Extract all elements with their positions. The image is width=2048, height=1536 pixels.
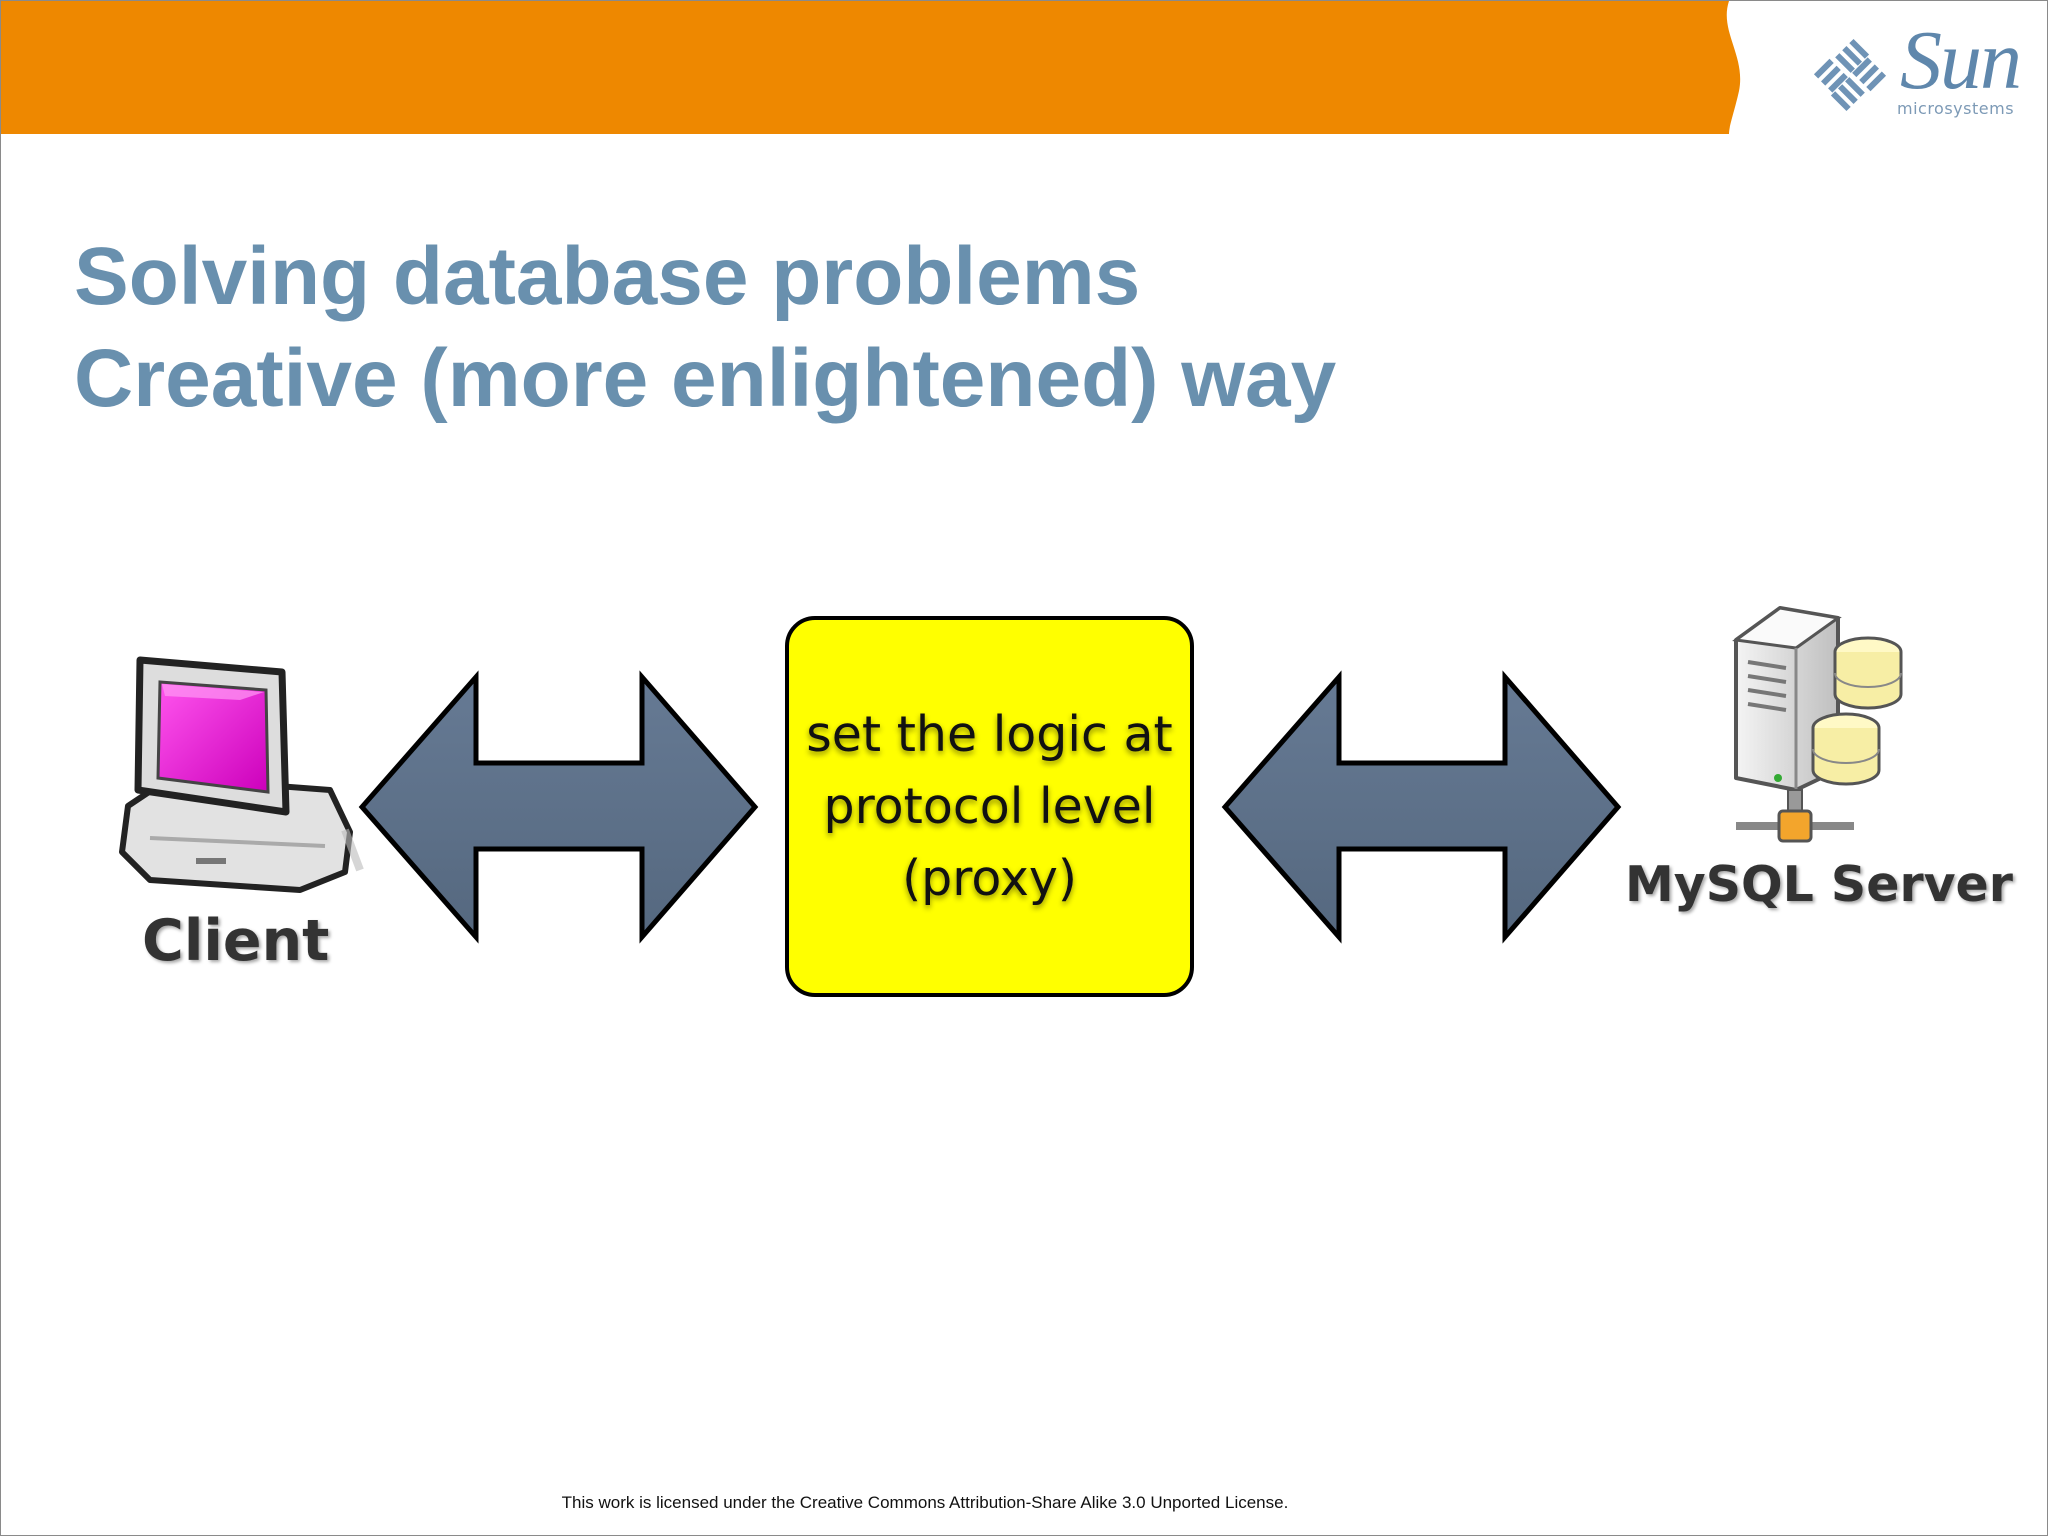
proxy-text-line-2: protocol level bbox=[823, 777, 1156, 835]
logo-wordmark: Sun bbox=[1900, 14, 2022, 107]
database-server-icon bbox=[1732, 606, 1903, 843]
proxy-text-line-1: set the logic at bbox=[806, 705, 1173, 763]
left-double-arrow bbox=[358, 670, 759, 944]
header-bar bbox=[1, 1, 1741, 134]
proxy-text-line-3: (proxy) bbox=[902, 849, 1077, 907]
license-footer: This work is licensed under the Creative… bbox=[561, 1493, 1289, 1512]
right-double-arrow bbox=[1221, 670, 1622, 944]
slide-title: Solving database problems Creative (more… bbox=[74, 226, 1336, 430]
server-label: MySQL Server bbox=[1625, 856, 2013, 913]
computer-monitor-icon bbox=[119, 656, 364, 893]
client-label: Client bbox=[142, 908, 330, 974]
title-line-1: Solving database problems bbox=[74, 231, 1141, 322]
sun-diamond-logo-icon bbox=[1813, 38, 1887, 112]
sun-logo: Sun microsystems bbox=[1805, 19, 2030, 125]
title-line-2: Creative (more enlightened) way bbox=[74, 333, 1337, 424]
proxy-box: set the logic at protocol level (proxy) bbox=[785, 616, 1194, 997]
logo-subtitle: microsystems bbox=[1897, 99, 2015, 118]
